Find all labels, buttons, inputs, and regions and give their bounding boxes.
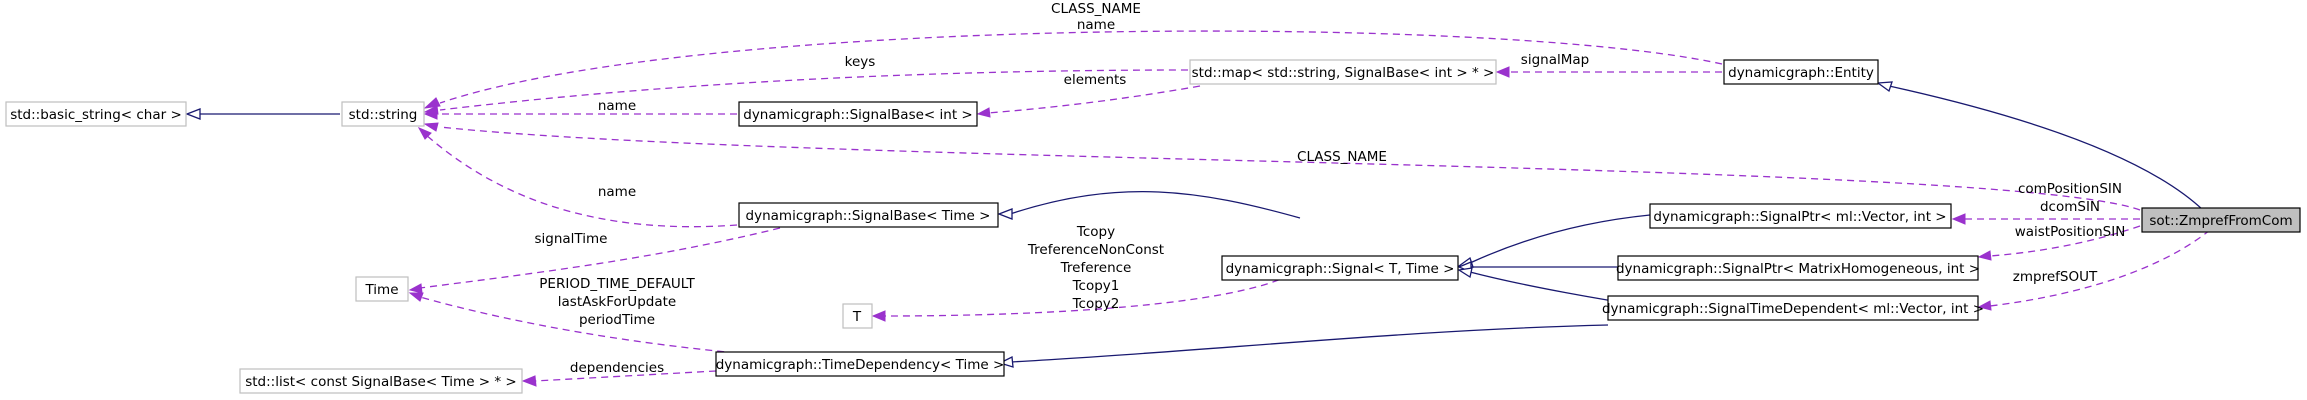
- label-class-name-top: CLASS_NAME: [1051, 1, 1141, 17]
- label-tcopy: Tcopy: [1076, 224, 1115, 240]
- node-std-string[interactable]: std::string: [341, 101, 425, 127]
- svg-text:T: T: [852, 309, 862, 325]
- edge-entity-uses-map: [1495, 66, 1722, 78]
- svg-text:dynamicgraph::SignalPtr< Matri: dynamicgraph::SignalPtr< MatrixHomogeneo…: [1616, 261, 1980, 277]
- label-name-signalbase-int: name: [598, 98, 636, 114]
- edge-signalbase-time-uses-string: [417, 126, 738, 228]
- label-treference: Treference: [1060, 260, 1132, 276]
- label-dependencies: dependencies: [570, 360, 664, 376]
- svg-text:dynamicgraph::SignalBase< Time: dynamicgraph::SignalBase< Time >: [746, 208, 991, 224]
- node-signalbase-int[interactable]: dynamicgraph::SignalBase< int >: [738, 101, 978, 127]
- edge-signal-uses-t: [871, 274, 1291, 322]
- edge-signal-inherits-signalbase-time: [997, 190, 1301, 220]
- edge-signalbase-time-uses-time: [408, 227, 781, 294]
- label-period-time-default: PERIOD_TIME_DEFAULT: [539, 276, 695, 292]
- label-signal-map: signalMap: [1521, 52, 1589, 68]
- edge-entity-uses-string-name: [423, 30, 1723, 109]
- label-waist-position-sin: waistPositionSIN: [2015, 224, 2126, 240]
- label-name-signalbase-time: name: [598, 184, 636, 200]
- svg-text:dynamicgraph::SignalTimeDepend: dynamicgraph::SignalTimeDependent< ml::V…: [1602, 301, 1984, 317]
- label-keys: keys: [845, 54, 876, 70]
- svg-text:std::basic_string< char >: std::basic_string< char >: [10, 107, 182, 123]
- node-t[interactable]: T: [842, 303, 873, 329]
- svg-text:dynamicgraph::SignalPtr< ml::V: dynamicgraph::SignalPtr< ml::Vector, int…: [1653, 209, 1946, 225]
- node-time-dependency[interactable]: dynamicgraph::TimeDependency< Time >: [715, 351, 1005, 377]
- svg-text:dynamicgraph::Entity: dynamicgraph::Entity: [1728, 65, 1874, 81]
- node-signalptr-vector[interactable]: dynamicgraph::SignalPtr< ml::Vector, int…: [1649, 203, 1952, 229]
- svg-text:std::map< std::string, SignalB: std::map< std::string, SignalBase< int >…: [1192, 65, 1495, 81]
- svg-text:dynamicgraph::SignalBase< int: dynamicgraph::SignalBase< int >: [743, 107, 972, 123]
- label-treference-nonconst: TreferenceNonConst: [1027, 242, 1164, 258]
- svg-text:dynamicgraph::TimeDependency<: dynamicgraph::TimeDependency< Time >: [716, 357, 1005, 373]
- edge-zmpref-inherits-entity: [1876, 81, 2205, 212]
- label-elements: elements: [1064, 72, 1127, 88]
- node-std-map[interactable]: std::map< std::string, SignalBase< int >…: [1189, 59, 1497, 85]
- svg-text:std::list< const SignalBase< T: std::list< const SignalBase< Time > * >: [245, 374, 517, 390]
- edge-ptr-matrix-inherits-signal: [1457, 261, 1618, 273]
- node-signal-time-dependent[interactable]: dynamicgraph::SignalTimeDependent< ml::V…: [1602, 295, 1984, 321]
- node-signalbase-time[interactable]: dynamicgraph::SignalBase< Time >: [738, 202, 999, 228]
- edge-map-uses-signalbase-int: [976, 85, 1201, 118]
- edge-string-inherits-basic-string: [185, 108, 340, 120]
- label-signal-time: signalTime: [535, 231, 608, 247]
- node-signal-t-time[interactable]: dynamicgraph::Signal< T, Time >: [1221, 255, 1459, 281]
- node-entity[interactable]: dynamicgraph::Entity: [1723, 59, 1879, 85]
- edge-timedependency-uses-time: [408, 292, 761, 356]
- node-time[interactable]: Time: [355, 276, 409, 302]
- edge-zmpref-uses-ptr-matrix: [1977, 225, 2141, 261]
- node-zmpref-from-com[interactable]: sot::ZmprefFromCom: [2141, 207, 2301, 233]
- edge-timedep-inherits-timedependency: [998, 324, 1609, 368]
- node-signalptr-matrix[interactable]: dynamicgraph::SignalPtr< MatrixHomogeneo…: [1616, 255, 1980, 281]
- label-tcopy2: Tcopy2: [1072, 296, 1120, 312]
- edge-zmpref-uses-string: [423, 122, 2141, 211]
- node-std-basic-string[interactable]: std::basic_string< char >: [5, 101, 187, 127]
- label-name-top: name: [1077, 17, 1115, 33]
- svg-text:Time: Time: [364, 282, 398, 298]
- label-period-time: periodTime: [579, 312, 655, 328]
- svg-text:std::string: std::string: [349, 107, 418, 123]
- edge-zmpref-uses-ptr-vector: [1951, 213, 2140, 225]
- label-tcopy1: Tcopy1: [1072, 278, 1120, 294]
- label-zmpref-sout: zmprefSOUT: [2013, 269, 2098, 285]
- label-dcom-sin: dcomSIN: [2040, 199, 2100, 215]
- svg-text:dynamicgraph::Signal< T, Time: dynamicgraph::Signal< T, Time >: [1226, 261, 1455, 277]
- edge-signalbase-int-uses-string: [423, 108, 737, 120]
- label-com-position-sin: comPositionSIN: [2018, 181, 2122, 197]
- svg-text:sot::ZmprefFromCom: sot::ZmprefFromCom: [2149, 213, 2292, 229]
- label-class-name-mid: CLASS_NAME: [1297, 149, 1387, 165]
- node-std-list[interactable]: std::list< const SignalBase< Time > * >: [239, 368, 523, 394]
- label-last-ask-for-update: lastAskForUpdate: [558, 294, 676, 310]
- edge-zmpref-uses-timedep: [1977, 229, 2211, 311]
- edge-timedependency-uses-list: [521, 370, 717, 387]
